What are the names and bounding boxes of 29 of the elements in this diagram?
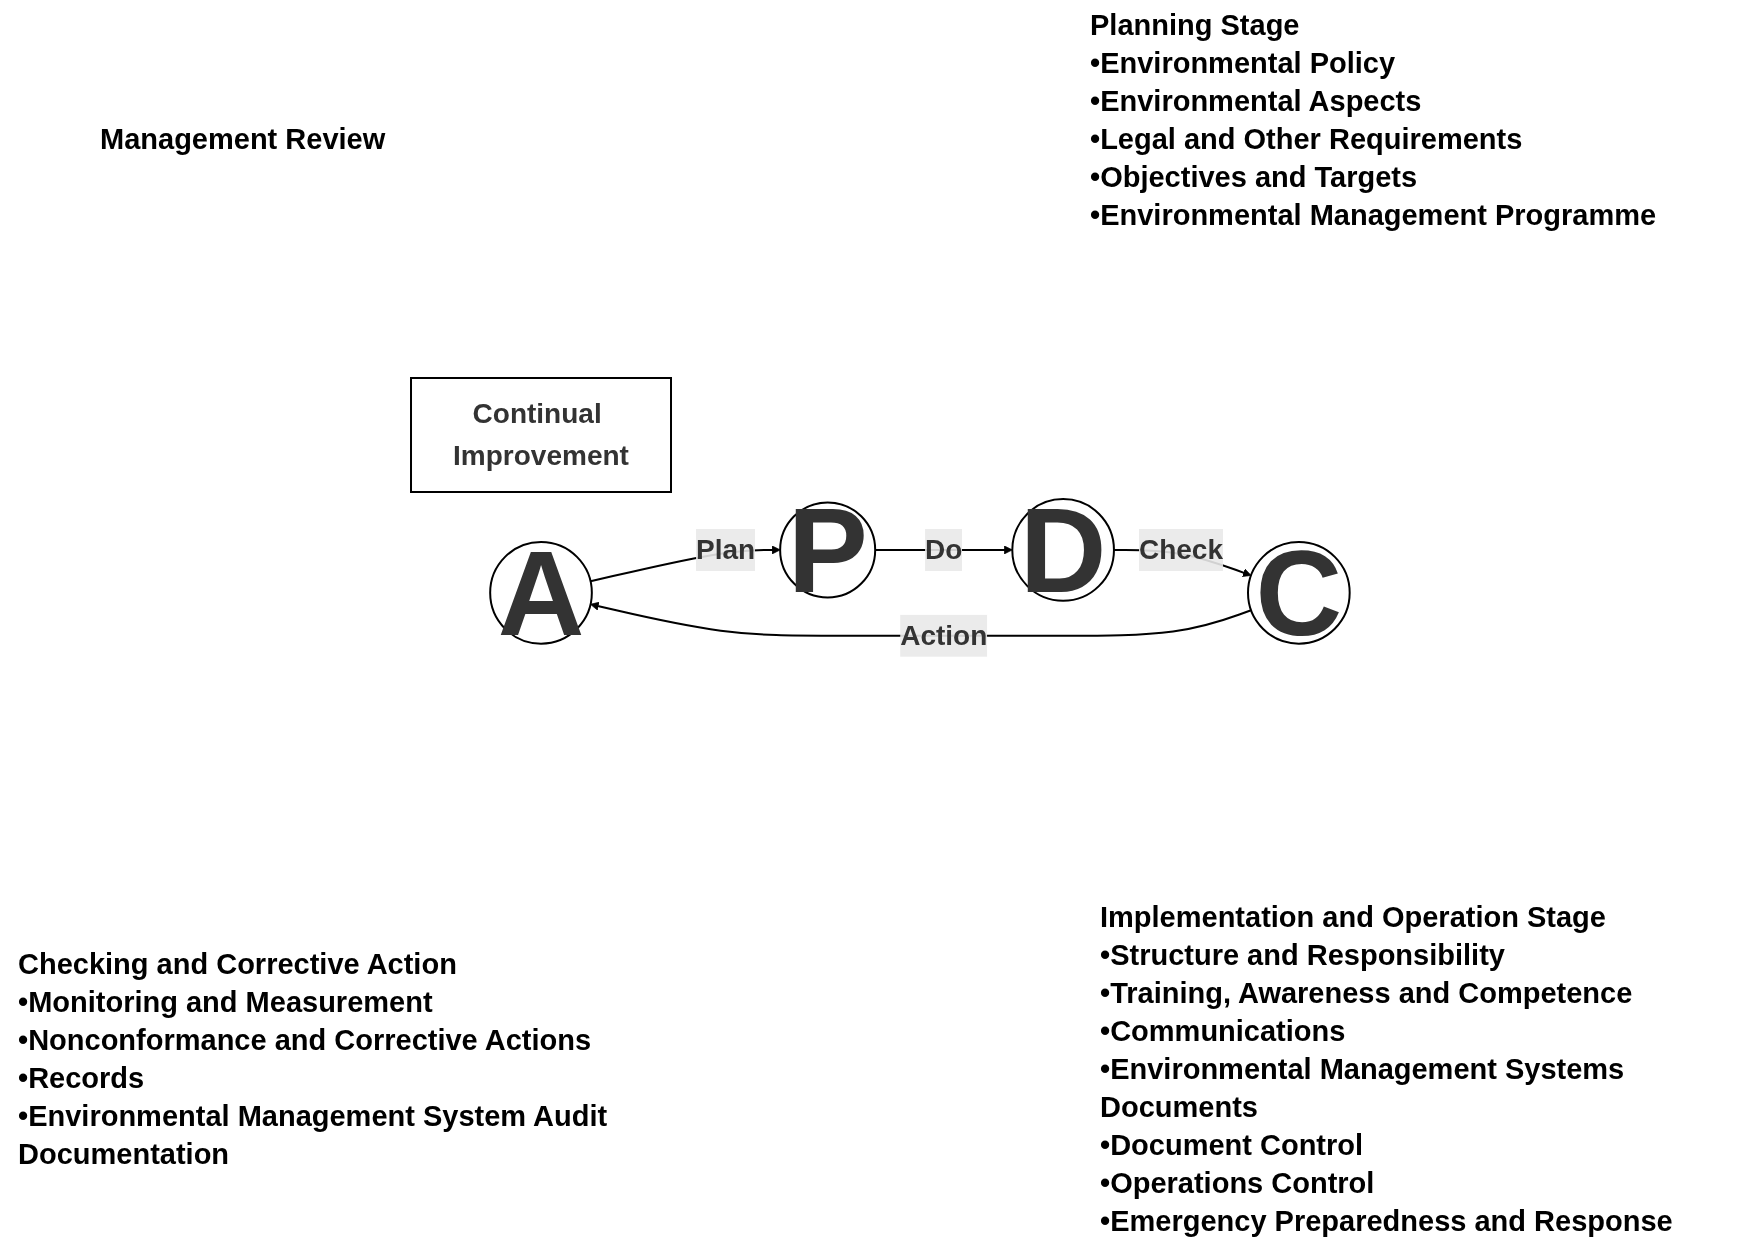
heading-text: Management Review	[100, 122, 386, 157]
list-item: •Objectives and Targets	[1090, 160, 1418, 195]
list-item: •Environmental Management System Audit Documentation	[18, 1099, 609, 1172]
heading-text: Planning Stage	[1090, 8, 1300, 43]
node-box: Continual Improvement	[409, 376, 672, 493]
edge-label: Action	[899, 619, 987, 651]
list-item: •Operations Control	[1100, 1166, 1375, 1201]
node-circle: A	[488, 540, 593, 645]
heading-text: Implementation and Operation Stage	[1100, 900, 1606, 935]
node-circle: C	[1246, 540, 1351, 645]
node-circle: D	[1010, 497, 1115, 602]
node-circle: P	[778, 500, 876, 598]
list-item: •Communications	[1100, 1014, 1346, 1049]
list-item: •Document Control	[1100, 1128, 1364, 1163]
edge-label: Do	[924, 533, 963, 565]
list-item: •Training, Awareness and Competence	[1100, 976, 1633, 1011]
edge-label: Plan	[695, 533, 755, 565]
list-item: •Environmental Management Programme	[1090, 198, 1657, 233]
list-item: •Monitoring and Measurement	[18, 985, 433, 1020]
list-item: •Structure and Responsibility	[1100, 938, 1505, 973]
list-item: •Nonconformance and Corrective Actions	[18, 1023, 592, 1058]
list-item: •Environmental Aspects	[1090, 84, 1422, 119]
heading-text: Checking and Corrective Action	[18, 947, 457, 982]
list-item: •Environmental Policy	[1090, 46, 1396, 81]
list-item: •Records	[18, 1061, 145, 1096]
list-item: •Emergency Preparedness and Response	[1100, 1204, 1673, 1239]
list-item: •Legal and Other Requirements	[1090, 122, 1523, 157]
list-item: •Environmental Management Systems Documents	[1100, 1052, 1626, 1125]
edge-label: Check	[1138, 533, 1223, 565]
